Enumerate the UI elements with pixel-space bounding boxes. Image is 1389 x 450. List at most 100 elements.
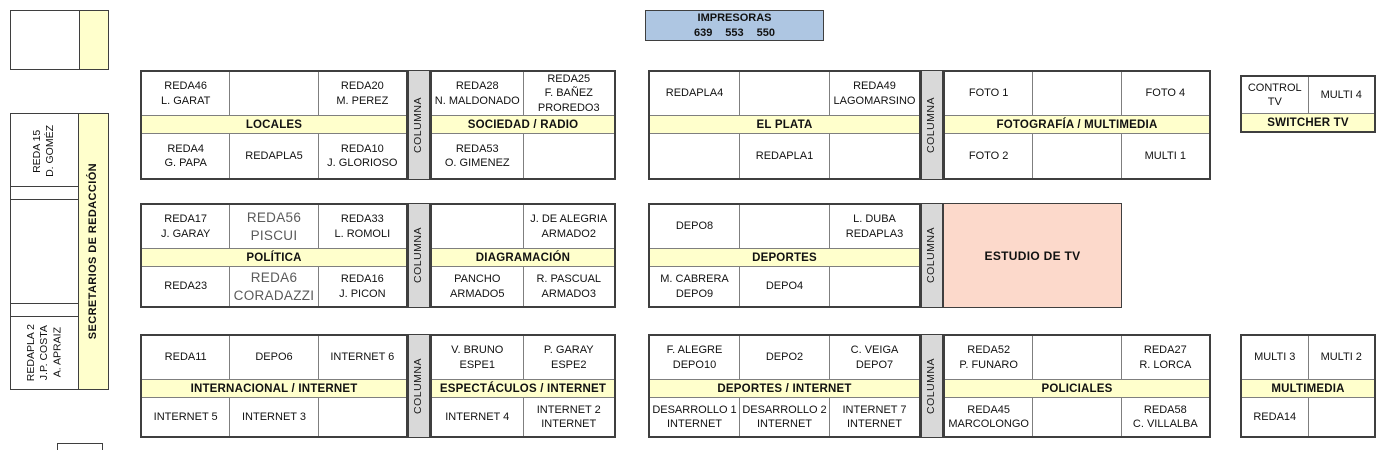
impresoras-numbers: 639 553 550 (694, 26, 775, 39)
desk-row: REDA4 G. PAPA REDAPLA5 REDA10 J. GLORIOS… (142, 134, 406, 178)
columna-pillar: COLUMNA (408, 203, 430, 308)
desk-row: INTERNET 5 INTERNET 3 (142, 398, 406, 436)
desk-cell: INTERNET 2 INTERNET (536, 403, 601, 430)
columna-label: COLUMNA (925, 357, 938, 414)
desk-group-header: INTERNACIONAL / INTERNET (142, 379, 406, 398)
desk-group-policiales: REDA52 P. FUNARO REDA27 R. LORCA POLICIA… (943, 334, 1211, 438)
desk-cell (230, 72, 319, 115)
secretarios-label: SECRETARIOS DE REDACCIÓN (86, 163, 99, 340)
desk-cell: REDA20 M. PEREZ (336, 80, 389, 107)
corner-desk-box (10, 10, 109, 70)
estudio-de-tv-label: ESTUDIO DE TV (984, 248, 1081, 263)
desk-cell: REDA53 O. GIMENEZ (432, 134, 524, 178)
desk-group-deportes-internet: F. ALEGRE DEPO10 DEPO2 C. VEIGA DEPO7 DE… (648, 334, 921, 438)
desk-cell: REDA17 J. GARAY (142, 205, 231, 248)
desk-cell: DEPO4 (740, 267, 830, 306)
desk-cell: REDA28 N. MALDONADO (432, 72, 524, 115)
desk-cell: REDAPLA1 (740, 134, 830, 178)
desk-cell: R. PASCUAL ARMADO3 (536, 273, 602, 300)
desk-row: REDA11 DEPO6 INTERNET 6 (142, 336, 406, 379)
desk-cell: REDA45 MARCOLONGO (945, 398, 1034, 436)
desk-group-internacional-internet: REDA11 DEPO6 INTERNET 6 INTERNACIONAL / … (140, 334, 408, 438)
desk-cell: REDA16 J. PICON (339, 273, 386, 300)
desk-cell: FOTO 4 (1145, 87, 1186, 100)
corner-desk-white (11, 11, 80, 69)
desk-row: INTERNET 4 INTERNET 2 INTERNET (432, 398, 614, 436)
desk-cell: MULTI 3 (1242, 336, 1309, 379)
desk-cell: INTERNET 7 INTERNET (842, 403, 907, 430)
desk-cell: DEPO8 (650, 205, 740, 248)
desk-group-elplata: REDAPLA4 REDA49 LAGOMARSINO EL PLATA RED… (648, 70, 921, 180)
columna-label: COLUMNA (412, 227, 425, 284)
desk-row: REDA23 REDA6 CORADAZZI REDA16 J. PICON (142, 267, 406, 306)
desk-reda15: REDA 15 D. GOMÉZ (10, 113, 79, 188)
desk-cell: REDA6 CORADAZZI (230, 267, 319, 306)
desk-row: REDAPLA4 REDA49 LAGOMARSINO (650, 72, 919, 115)
desk-group-locales: REDA46 L. GARAT REDA20 M. PEREZ LOCALES … (140, 70, 408, 180)
desk-group-switcher-tv: CONTROL TV MULTI 4 SWITCHER TV (1240, 75, 1376, 133)
desk-row: REDA17 J. GARAY REDA56 PISCUI REDA33 L. … (142, 205, 406, 248)
desk-group-sociedad-radio: REDA28 N. MALDONADO REDA25 F. BAÑEZ PROR… (430, 70, 616, 180)
columna-label: COLUMNA (925, 96, 938, 153)
desk-cell (1033, 398, 1122, 436)
desk-cell: INTERNET 3 (230, 398, 319, 436)
desk-cell: REDA4 G. PAPA (142, 134, 231, 178)
desk-cell: MULTI 2 (1320, 351, 1362, 364)
desk-cell (1033, 72, 1122, 115)
desk-row: REDA28 N. MALDONADO REDA25 F. BAÑEZ PROR… (432, 72, 614, 115)
desk-row: REDAPLA1 (650, 134, 919, 178)
desk-redapla2-label: REDAPLA 2 J.P. COSTA A. APRAIZ (24, 324, 64, 382)
desk-cell (740, 205, 830, 248)
columna-pillar: COLUMNA (921, 70, 943, 180)
desk-group-header: ESPECTÁCULOS / INTERNET (432, 379, 614, 398)
desk-cell: CONTROL TV (1242, 77, 1309, 113)
desk-cell (830, 134, 919, 178)
desk-group-diagramacion: J. DE ALEGRIA ARMADO2 DIAGRAMACIÓN PANCH… (430, 203, 616, 308)
desk-cell: REDA49 LAGOMARSINO (833, 80, 916, 107)
desk-cell: REDA10 J. GLORIOSO (327, 142, 398, 169)
desk-cell: REDAPLA5 (230, 134, 319, 178)
desk-group-header: DEPORTES (650, 248, 919, 267)
desk-cell: REDA52 P. FUNARO (945, 336, 1034, 379)
desk-cell: FOTO 2 (945, 134, 1034, 178)
desk-cell (830, 267, 919, 306)
desk-row: REDA14 (1242, 398, 1374, 436)
desk-cell: REDAPLA4 (650, 72, 740, 115)
desk-cell: P. GARAY ESPE2 (543, 344, 594, 371)
desk-cell: REDA23 (142, 267, 231, 306)
desk-cell: INTERNET 4 (432, 398, 524, 436)
desk-cell: REDA58 C. VILLALBA (1132, 403, 1198, 430)
desk-group-header: DEPORTES / INTERNET (650, 379, 919, 398)
desk-reda15-label: REDA 15 D. GOMÉZ (31, 124, 57, 177)
desk-cell: MULTI 1 (1144, 149, 1186, 162)
desk-row: J. DE ALEGRIA ARMADO2 (432, 205, 614, 248)
desk-cell (1309, 398, 1375, 436)
desk-cell: V. BRUNO ESPE1 (432, 336, 524, 379)
desk-cell: DEPO2 (740, 336, 830, 379)
desk-row: MULTI 3 MULTI 2 (1242, 336, 1374, 379)
estudio-de-tv-area: ESTUDIO DE TV (943, 203, 1122, 308)
columna-label: COLUMNA (925, 227, 938, 284)
desk-cell (432, 205, 524, 248)
desk-cell: DEPO6 (230, 336, 319, 379)
desk-cell (319, 398, 406, 436)
desk-cell (1033, 134, 1122, 178)
desk-cell: REDA46 L. GARAT (142, 72, 231, 115)
desk-cell: REDA25 F. BAÑEZ PROREDO3 (537, 73, 600, 114)
desk-cell: DESARROLLO 2 INTERNET (740, 398, 830, 436)
desk-group-multimedia: MULTI 3 MULTI 2 MULTIMEDIA REDA14 (1240, 334, 1376, 438)
desk-cell (650, 134, 740, 178)
desk-cell (1033, 336, 1122, 379)
desk-cell: PANCHO ARMADO5 (432, 267, 524, 306)
desk-row: FOTO 2 MULTI 1 (945, 134, 1209, 178)
columna-label: COLUMNA (412, 357, 425, 414)
desk-cell: MULTI 4 (1320, 88, 1362, 101)
desk-group-fotografia-multimedia: FOTO 1 FOTO 4 FOTOGRAFÍA / MULTIMEDIA FO… (943, 70, 1211, 180)
desk-group-header: POLÍTICA (142, 248, 406, 267)
desk-cell: M. CABRERA DEPO9 (650, 267, 740, 306)
desk-group-header: LOCALES (142, 115, 406, 134)
desk-cell (524, 134, 615, 178)
desk-row: FOTO 1 FOTO 4 (945, 72, 1209, 115)
desk-group-header: FOTOGRAFÍA / MULTIMEDIA (945, 115, 1209, 134)
